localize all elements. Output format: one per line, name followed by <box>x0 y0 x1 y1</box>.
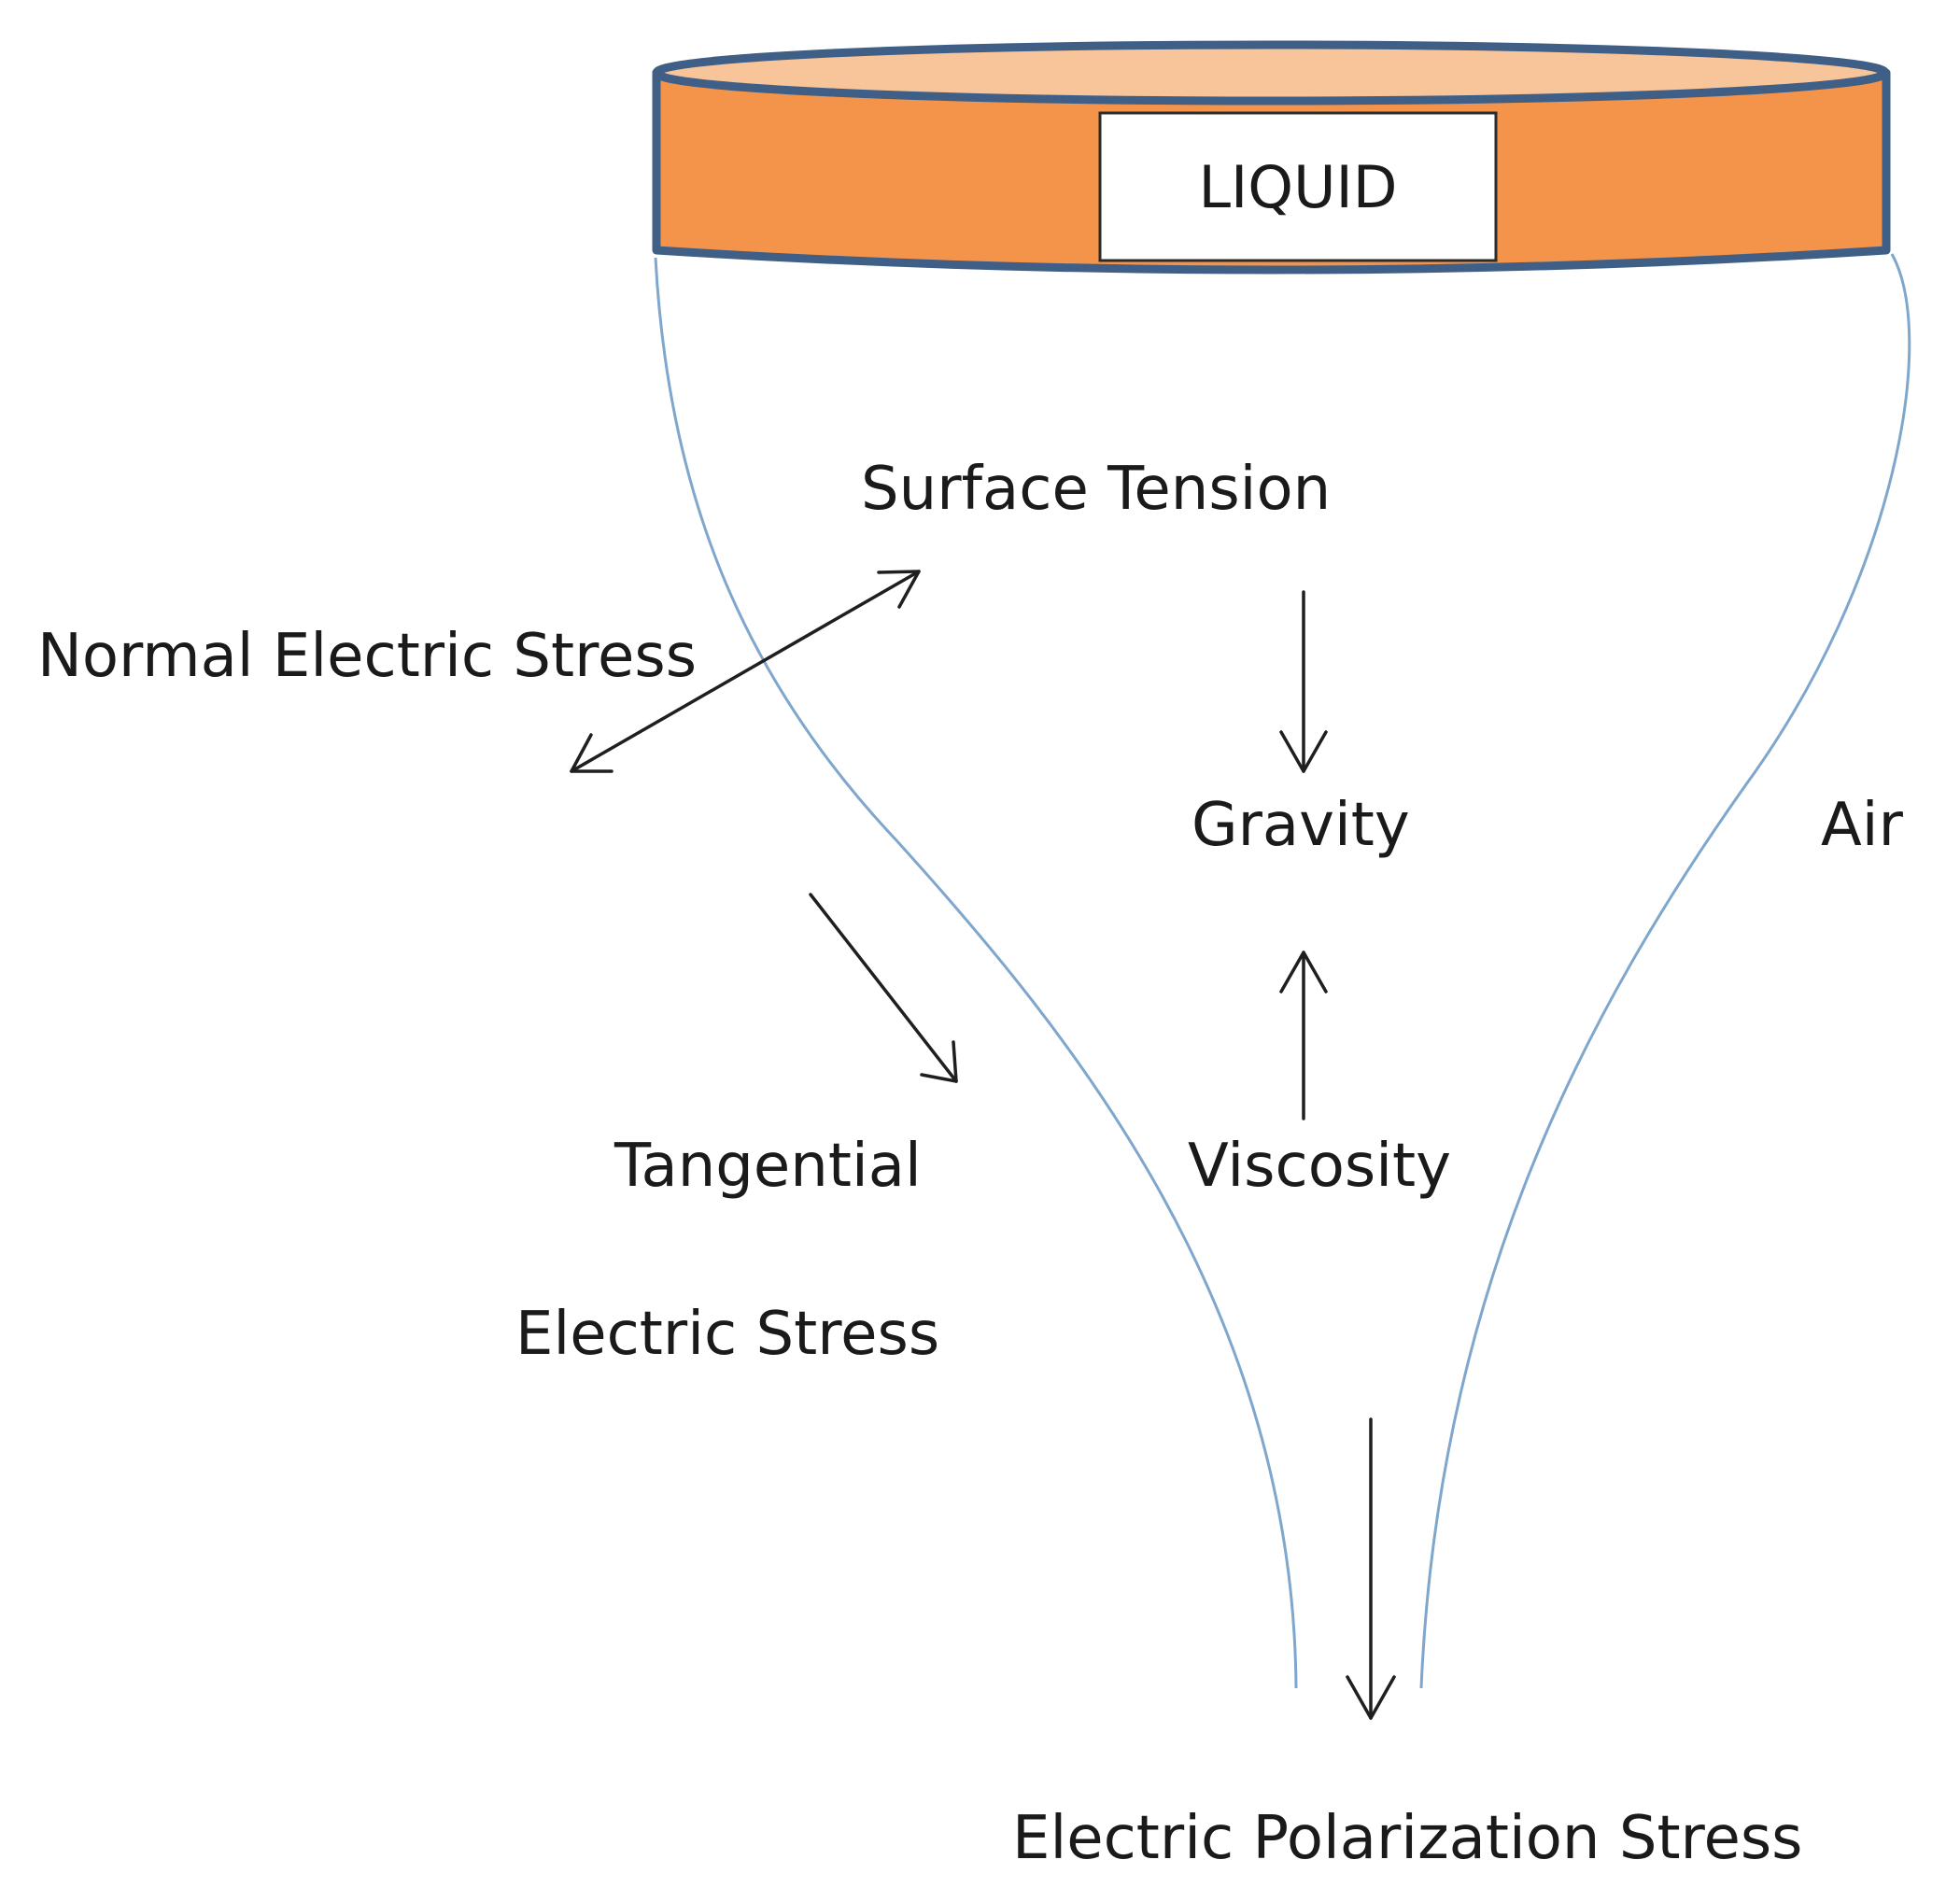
liquid-reservoir: LIQUID <box>652 40 1891 275</box>
viscosity-arrow <box>1279 951 1328 1120</box>
liquid-label-box <box>1098 111 1498 262</box>
gravity-arrow <box>1279 590 1328 773</box>
air-label: Air <box>1821 791 1904 860</box>
liquid-label: LIQUID <box>1198 153 1397 221</box>
electric-stress-label: Electric Stress <box>515 1300 939 1369</box>
reservoir-top <box>652 40 1890 106</box>
normal-electric-stress-label: Normal Electric Stress <box>37 622 697 691</box>
normal-electric-stress-arrow <box>570 570 921 773</box>
electric-polarization-stress-arrow <box>1346 1417 1396 1720</box>
jet-left-edge <box>654 257 1298 1689</box>
electric-polarization-stress-label: Electric Polarization Stress <box>1012 1804 1803 1873</box>
jet-right-edge <box>1419 253 1911 1689</box>
jet-outline <box>654 253 1911 1689</box>
viscosity-label: Viscosity <box>1188 1132 1451 1201</box>
tangential-label: Tangential <box>613 1132 922 1201</box>
surface-tension-label: Surface Tension <box>861 455 1331 524</box>
gravity-label: Gravity <box>1192 791 1410 860</box>
tangential-electric-stress-arrow <box>809 893 958 1083</box>
